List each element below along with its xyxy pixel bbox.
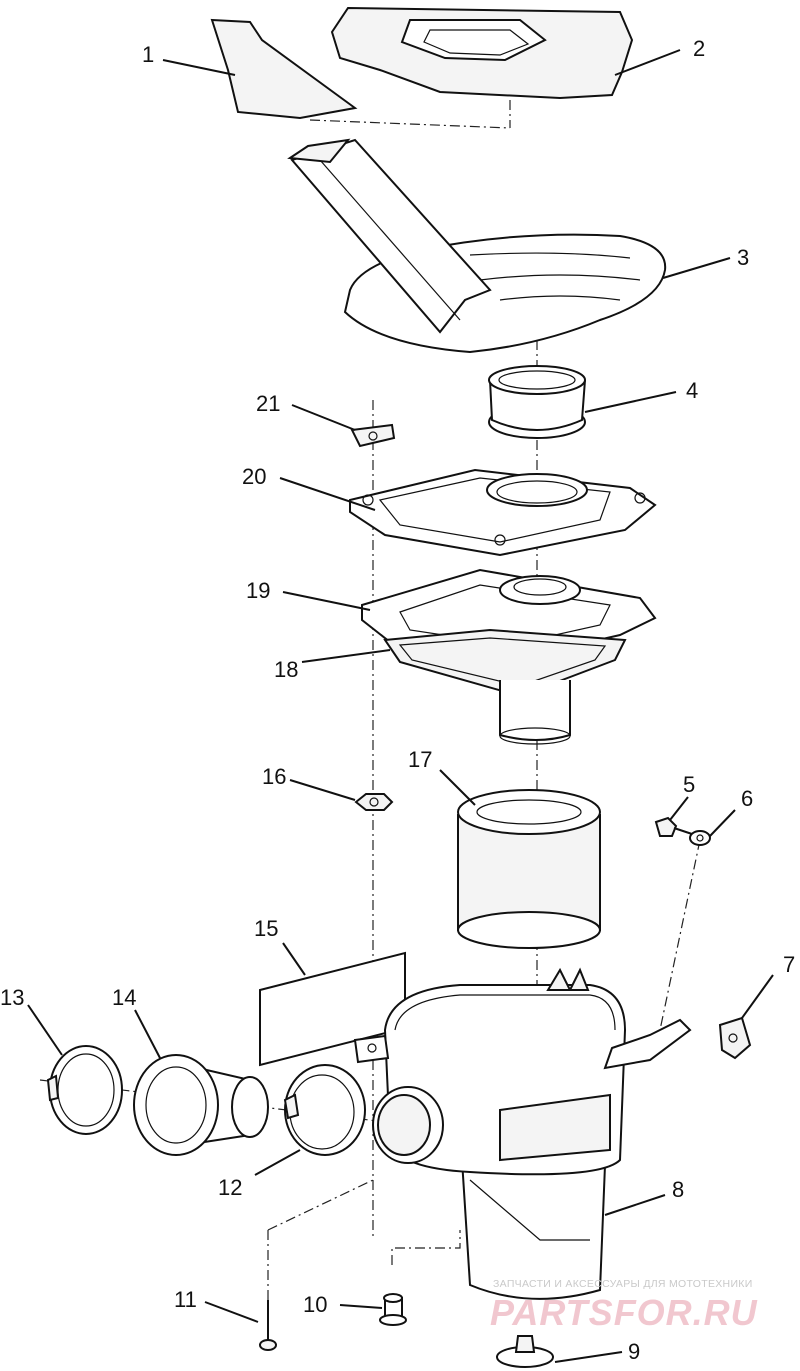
part-4-rubber-adapter [488,365,586,439]
part-14-intake-horn [133,1054,269,1156]
callout-4: 4 [686,378,698,403]
callout-12: 12 [218,1175,242,1200]
callout-21: 21 [256,391,280,416]
part-5-bolt [654,816,693,837]
callout-3: 3 [737,245,749,270]
callout-6: 6 [741,786,753,811]
leader-lines [27,49,774,1363]
callout-17: 17 [408,747,432,772]
callout-5: 5 [683,772,695,797]
part-1-prefilter-foam [210,18,358,120]
part-18-gasket [383,628,627,698]
callout-13: 13 [0,985,24,1010]
callout-8: 8 [672,1177,684,1202]
part-3-intake-cover [287,138,667,354]
callout-18: 18 [274,657,298,682]
callout-1: 1 [142,42,154,67]
callout-14: 14 [112,985,136,1010]
callout-11: 11 [174,1287,197,1312]
callout-20: 20 [242,464,266,489]
part-16-nut [354,793,394,811]
callout-7: 7 [783,952,795,977]
adapter-outlet-tube [499,680,571,745]
callout-labels: 1 2 3 4 21 20 19 18 16 17 5 6 7 15 13 14… [0,36,795,1364]
callout-9: 9 [628,1339,640,1364]
part-6-washer [689,830,711,846]
part-21-clip-nut [350,423,396,448]
part-10-grommet [379,1293,407,1326]
part-8-airbox [353,967,692,1300]
callout-15: 15 [254,916,278,941]
callout-19: 19 [246,578,270,603]
part-9-drain-plug [496,1335,554,1368]
callout-2: 2 [693,36,705,61]
callout-10: 10 [303,1292,327,1317]
part-11-bolt [259,1300,277,1351]
part-12-clamp [283,1064,366,1156]
part-13-clamp [46,1045,123,1135]
watermark: ЗАПЧАСТИ И АКСЕССУАРЫ ДЛЯ МОТОТЕХНИКИ PA… [490,1278,758,1333]
watermark-brand: PARTSFOR.RU [490,1292,758,1333]
part-7-bracket [718,1016,752,1060]
callout-16: 16 [262,764,286,789]
watermark-caption: ЗАПЧАСТИ И АКСЕССУАРЫ ДЛЯ МОТОТЕХНИКИ [493,1278,753,1290]
part-20-cover-plate [349,468,657,557]
part-17-air-filter [457,789,601,949]
part-2-foam-gasket [330,6,634,100]
